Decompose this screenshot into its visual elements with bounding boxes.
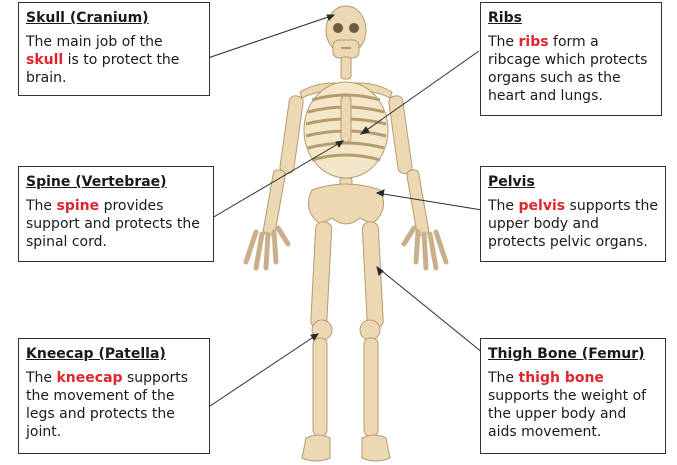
pelvis-leader-line [377, 193, 482, 210]
sternum [341, 96, 351, 142]
jaw-bone [333, 40, 359, 58]
skull-title: Skull (Cranium) [26, 9, 202, 27]
skull-highlight: skull [26, 52, 63, 68]
spine-label-box: Spine (Vertebrae) The spine provides sup… [18, 166, 214, 262]
left-humerus [279, 95, 304, 174]
neck-vertebrae [341, 57, 351, 79]
skeleton-illustration [246, 6, 446, 461]
kneecap-leader-line [210, 334, 318, 406]
right-shin [364, 338, 378, 436]
spine-highlight: spine [57, 198, 100, 214]
right-hand [404, 228, 446, 268]
pelvis-bone [308, 184, 383, 224]
pelvis-highlight: pelvis [519, 198, 566, 214]
thigh-description: The thigh bone supports the weight of th… [488, 369, 658, 441]
kneecap-label-box: Kneecap (Patella) The kneecap supports t… [18, 338, 210, 454]
spine-title: Spine (Vertebrae) [26, 173, 206, 191]
pelvis-description: The pelvis supports the upper body and p… [488, 197, 658, 251]
ribs-title: Ribs [488, 9, 654, 27]
ribs-description: The ribs form a ribcage which protects o… [488, 33, 654, 105]
right-femur [362, 222, 384, 329]
pelvis-title: Pelvis [488, 173, 658, 191]
thigh-leader-line [377, 267, 483, 353]
kneecap-highlight: kneecap [57, 370, 123, 386]
ribs-label-box: Ribs The ribs form a ribcage which prote… [480, 2, 662, 116]
skull-label-box: Skull (Cranium) The main job of the skul… [18, 2, 210, 96]
kneecap-description: The kneecap supports the movement of the… [26, 369, 202, 441]
kneecap-title: Kneecap (Patella) [26, 345, 202, 363]
thigh-label-box: Thigh Bone (Femur) The thigh bone suppor… [480, 338, 666, 454]
skull-leader-line [208, 15, 334, 58]
thigh-title: Thigh Bone (Femur) [488, 345, 658, 363]
left-shin [313, 338, 327, 436]
left-foot [302, 435, 330, 461]
right-humerus [388, 95, 413, 174]
pelvis-label-box: Pelvis The pelvis supports the upper bod… [480, 166, 666, 262]
spine-description: The spine provides support and protects … [26, 197, 206, 251]
right-kneecap [360, 320, 380, 340]
left-femur [310, 222, 332, 329]
right-foot [362, 435, 390, 461]
skull-description: The main job of the skull is to protect … [26, 33, 202, 87]
left-forearm [263, 169, 286, 236]
thigh-highlight: thigh bone [519, 370, 604, 386]
left-hand [246, 228, 288, 268]
ribs-highlight: ribs [519, 34, 549, 50]
right-forearm [406, 169, 429, 236]
